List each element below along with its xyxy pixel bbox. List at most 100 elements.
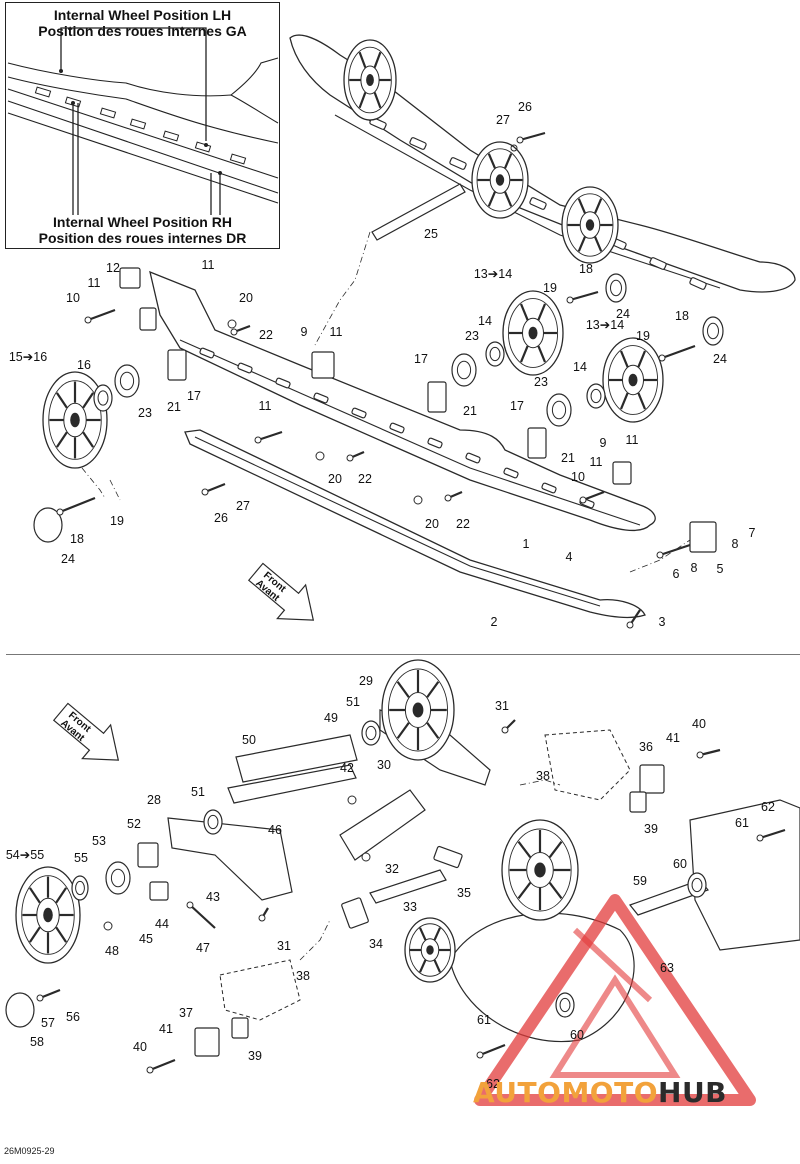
bracket-17-mid [427, 381, 447, 413]
upper-bolt-26 [519, 131, 546, 142]
bearing-16 [93, 384, 113, 412]
wheel-55-rim-inner [21, 875, 75, 955]
callout-top-19: 11 [626, 433, 639, 447]
upper-washer-27 [510, 144, 518, 152]
section-divider [6, 654, 800, 655]
bolt-22-head [230, 328, 238, 336]
block-12-lower [139, 307, 157, 331]
wheel-29-rim-inner [388, 668, 448, 752]
inset-title-lh-en: Internal Wheel Position LH [53, 7, 232, 23]
callout-top-28: 17 [414, 352, 428, 366]
upper-wheel-front-spoke [358, 51, 367, 68]
washer-51-right [361, 720, 381, 746]
callout-bottom-16: 40 [692, 717, 706, 731]
wheel-16-spoke [82, 431, 95, 448]
callout-bottom-1: 28 [147, 793, 161, 807]
slide-rail-slot [199, 347, 215, 359]
callout-bottom-21: 43 [206, 890, 220, 904]
callout-top-41: 21 [561, 451, 575, 465]
callout-top-29: 17 [510, 399, 524, 413]
wheel-29-hub [404, 692, 432, 728]
bushing-60-lower [555, 992, 575, 1018]
washer-51-left [203, 809, 223, 835]
wheel-rear-assembly-spoke [517, 882, 532, 899]
bolt-40-lower-head [146, 1066, 154, 1074]
callout-top-2: 2 [491, 615, 498, 629]
callout-top-11: 9 [600, 436, 607, 450]
spacer-23-mid-hole [456, 360, 472, 380]
wheel-14-front-bore [528, 326, 538, 340]
wheel-rear-small-bore [426, 945, 434, 955]
wheel-rear-assembly [501, 819, 579, 921]
end-block-5 [689, 521, 717, 553]
block-9 [311, 351, 335, 379]
upper-wheel-mid-spoke [487, 153, 496, 169]
upper-wheel-front [343, 39, 397, 121]
callout-bottom-29: 51 [346, 695, 360, 709]
upper-rail-slot [409, 137, 427, 150]
slide-rail-slot [465, 452, 481, 464]
slide-rail-1 [149, 270, 656, 532]
callout-bottom-11: 37 [179, 1006, 193, 1020]
wheel-14-rear-spoke [637, 350, 647, 368]
bearing-16-hole [97, 390, 109, 406]
callout-bottom-41: 61 [735, 816, 749, 830]
wheel-rear-assembly-spoke [517, 841, 532, 858]
bushing-39-upper [629, 791, 647, 813]
upper-rail-slot [649, 257, 667, 270]
dash-leader-25 [314, 231, 371, 346]
wheel-14-front-spoke [519, 345, 529, 363]
bolt-40-upper-head [696, 751, 704, 759]
callout-top-8: 8 [691, 561, 698, 575]
callout-bottom-7: 33 [403, 900, 417, 914]
callout-bottom-39: 60 [673, 857, 687, 871]
bearing-14-front [485, 341, 505, 367]
callout-top-42: 22 [259, 328, 273, 342]
bracket-17-left [167, 349, 187, 381]
wheel-rear-small-rim-inner [409, 923, 451, 977]
callout-top-23: 14 [478, 314, 492, 328]
callout-top-24: 14 [573, 360, 587, 374]
block-36 [639, 764, 665, 794]
inset-title-lh-fr: Position des roues internes GA [38, 23, 247, 39]
wheel-14-front-spoke [537, 345, 547, 363]
bolt-18-left-head [56, 508, 64, 516]
wheel-rear-small-hub [420, 938, 440, 962]
callout-top-15: 11 [88, 276, 101, 290]
block-9-right [612, 461, 632, 485]
bolt-10-right [582, 490, 605, 502]
spacer-23-right [546, 393, 572, 427]
watermark-triangle [474, 894, 756, 1106]
spacer-23-mid [451, 353, 477, 387]
bolt-18-right-head [658, 354, 666, 362]
callout-top-16: 11 [330, 325, 343, 339]
callout-bottom-38: 59 [633, 874, 647, 888]
callout-bottom-17: 40 [133, 1040, 147, 1054]
washer-24-right [702, 316, 724, 346]
bolt-47-head [186, 901, 194, 909]
callout-top-7: 7 [749, 526, 756, 540]
bolt-18-mid [569, 290, 599, 302]
callout-bottom-15: 39 [248, 1049, 262, 1063]
pivot-30 [339, 789, 426, 861]
spacer-53-hole [110, 868, 126, 888]
callout-top-31: 18 [579, 262, 593, 276]
callout-top-13: 10 [571, 470, 585, 484]
callout-top-45: 23 [138, 406, 152, 420]
callout-bottom-44: 62 [486, 1077, 500, 1091]
callout-top-5: 5 [717, 562, 724, 576]
callout-top-39: 21 [167, 400, 181, 414]
callout-bottom-18: 41 [666, 731, 680, 745]
bushing-60 [687, 872, 707, 898]
cap-24 [33, 507, 63, 543]
washer-24-top [605, 273, 627, 303]
upper-wheel-rear-bore [585, 219, 595, 231]
callout-bottom-26: 48 [105, 944, 119, 958]
upper-wheel-front-spoke [358, 92, 367, 109]
slide-rail-slot [275, 377, 291, 389]
bolt-40-lower [149, 1058, 176, 1072]
upper-rail-slot [449, 157, 467, 170]
callout-bottom-28: 50 [242, 733, 256, 747]
wheel-rear-assembly-hub [526, 852, 554, 888]
wheel-55-spoke [28, 926, 41, 943]
